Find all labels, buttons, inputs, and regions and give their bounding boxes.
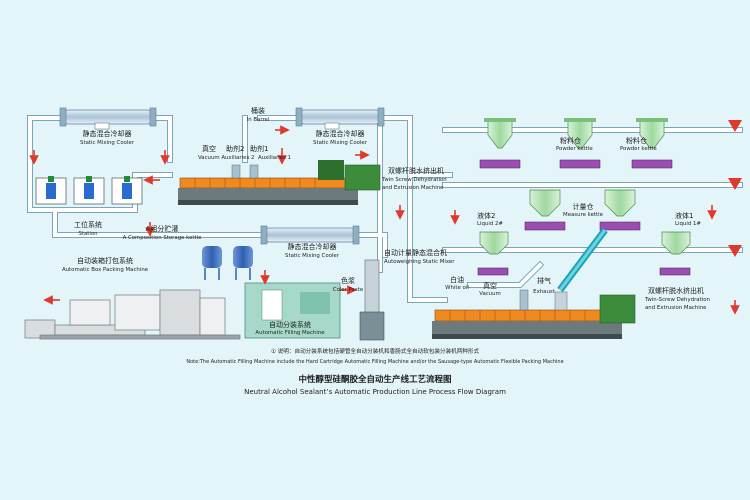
- twin-screw-right-label-en2: and Extrusion Machine: [645, 305, 707, 311]
- vacuum-right-label-en: Vacuum: [479, 291, 501, 297]
- color-paste-label-en: Color Paste: [332, 287, 364, 293]
- cooler-top: [295, 107, 385, 130]
- exhaust-label: 排气: [537, 277, 551, 285]
- powder2-label: 粉料仓: [626, 137, 647, 145]
- storage-label: A组分贮灌: [145, 225, 179, 233]
- white-oil-label-en: White oil: [445, 285, 469, 291]
- feed-pumps: [477, 159, 691, 276]
- filling-label: 自动分装系统: [269, 321, 311, 329]
- diagram-title: 中性醇型硅酮胶全自动生产线工艺流程图: [298, 375, 452, 385]
- extruder-top: [178, 160, 381, 205]
- twin-screw-top-label-en2: and Extrusion Machine: [382, 185, 444, 191]
- powder-hoppers: [479, 118, 691, 255]
- measure-label: 计量仓: [572, 203, 594, 211]
- filling-machine: [244, 282, 341, 339]
- powder1-label: 粉料仓: [560, 137, 581, 145]
- station-label-en: Station: [78, 231, 98, 237]
- powder1-label-en: Powder kettle: [556, 146, 593, 152]
- aux1-label: 助剂1: [250, 145, 269, 153]
- cooler-mid-label: 静态混合冷却器: [287, 243, 337, 251]
- vacuum-aux-label-en: Vacuum Auxiliaries 2: [198, 155, 255, 161]
- station-label: 工位系统: [74, 221, 102, 229]
- white-oil-label: 白油: [450, 276, 464, 284]
- extruder-right: [432, 227, 636, 339]
- diagram-subtitle: Neutral Alcohol Sealant’s Automatic Prod…: [244, 388, 506, 396]
- twin-screw-top-label-en1: Twin Screw Dehydration: [382, 177, 447, 183]
- box-packing-label-en: Automatic Box Packing Machine: [61, 267, 149, 273]
- note-en: Note:The Automatic Filling Machine inclu…: [186, 359, 564, 365]
- color-paste-label: 色浆: [341, 277, 355, 285]
- barrel-label-en: In Barrel: [246, 117, 270, 123]
- right-end-arrows: [728, 120, 742, 257]
- note-zh: ① 说明：自动分装系统包括硬管全自动分装机和香肠式全自动软包装分装机两种形式: [270, 349, 480, 355]
- barrel-label: 桶装: [251, 107, 265, 115]
- vacuum-label: 真空: [202, 145, 216, 153]
- storage-kettles: [202, 246, 253, 280]
- liquid2-label-en: Liquid 2#: [477, 221, 503, 227]
- liquid1-label-en: Liquid 1#: [675, 221, 701, 227]
- cooler-top-label-en: Static Mixing Cooler: [313, 140, 367, 146]
- cooler-mid-label-en: Static Mixing Cooler: [285, 253, 339, 259]
- twin-screw-right-label-en1: Twin-Screw Dehydration: [645, 297, 710, 303]
- storage-label-en: A Composition Storage kettle: [122, 235, 202, 241]
- twin-screw-right-label: 双螺杆脱水挤出机: [648, 287, 704, 295]
- exhaust-label-en: Exhaust: [533, 289, 555, 295]
- autoweigh-label: 自动计量静态混合机: [384, 249, 447, 257]
- filling-label-en: Automatic Filling Machine: [255, 330, 325, 336]
- powder2-label-en: Powder kettle: [620, 146, 657, 152]
- vacuum-right-label: 真空: [483, 282, 497, 290]
- box-packing-label: 自动装箱打包系统: [77, 257, 133, 265]
- cooler-left: [59, 107, 157, 130]
- aux2-label: 助剂2: [226, 145, 245, 153]
- liquid2-label: 液体2: [477, 212, 496, 220]
- cooler-left-label: 静态混合冷却器: [82, 130, 132, 138]
- autoweigh-label-en: Autoweighing Static Mixer: [384, 259, 455, 265]
- flow-arrows: [29, 125, 740, 315]
- measure-label-en: Measure kettle: [563, 212, 603, 218]
- cooler-mid: [260, 225, 360, 245]
- box-packing-machine: [24, 289, 241, 340]
- aux1-label-en: Auxiliaries 1: [258, 155, 292, 161]
- twin-screw-top-label: 双螺杆脱水挤出机: [388, 167, 444, 175]
- liquid1-label: 液体1: [675, 212, 694, 220]
- cooler-left-label-en: Static Mixing Cooler: [80, 140, 134, 146]
- station-units: [35, 176, 143, 205]
- autoweigh-mixer: [359, 259, 385, 341]
- cooler-top-label: 静态混合冷却器: [315, 130, 365, 138]
